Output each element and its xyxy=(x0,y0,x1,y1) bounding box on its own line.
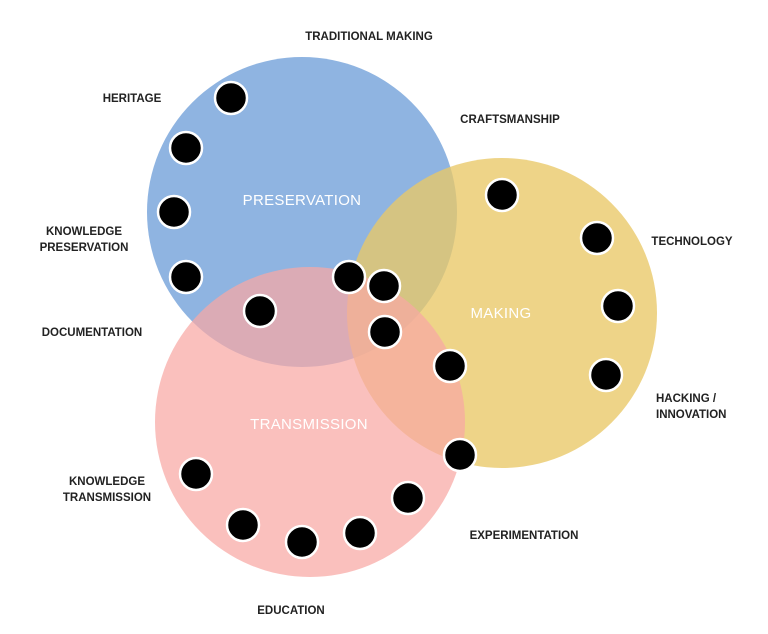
label-traditional-making: TRADITIONAL MAKING xyxy=(305,31,433,43)
dot-heritage xyxy=(213,80,249,116)
label-hacking-innovation-line1: HACKING / xyxy=(656,393,717,405)
dot-education-3 xyxy=(342,515,378,551)
dot-documentation xyxy=(242,293,278,329)
label-education: EDUCATION xyxy=(257,605,325,617)
label-knowledge-transmission-line1: KNOWLEDGE xyxy=(69,476,145,488)
label-technology: TECHNOLOGY xyxy=(651,236,732,248)
dot-education-4 xyxy=(390,480,426,516)
circle-label-preservation: PRESERVATION xyxy=(243,192,362,209)
dot-center-2 xyxy=(366,268,402,304)
dot-center-3 xyxy=(367,314,403,350)
dot-center-1 xyxy=(331,259,367,295)
label-experimentation: EXPERIMENTATION xyxy=(470,530,579,542)
dot-knowledge-preservation xyxy=(156,194,192,230)
dot-technology xyxy=(579,220,615,256)
dot-education-1 xyxy=(225,507,261,543)
dot-knowledge-transmission xyxy=(178,456,214,492)
dot-education-2 xyxy=(284,524,320,560)
dot-heritage-2 xyxy=(168,130,204,166)
circle-label-making: MAKING xyxy=(471,305,532,322)
dot-hacking-innovation xyxy=(588,357,624,393)
dot-craftsmanship xyxy=(484,177,520,213)
label-knowledge-preservation-line1: KNOWLEDGE xyxy=(46,226,122,238)
dot-experimentation xyxy=(442,437,478,473)
label-hacking-innovation-line2: INNOVATION xyxy=(656,409,727,421)
label-knowledge-preservation-line2: PRESERVATION xyxy=(40,242,129,254)
dot-technology-2 xyxy=(600,288,636,324)
circle-label-transmission: TRANSMISSION xyxy=(250,416,368,433)
label-documentation: DOCUMENTATION xyxy=(42,327,143,339)
dot-making-transmission xyxy=(432,348,468,384)
label-heritage: HERITAGE xyxy=(103,93,162,105)
dot-knowledge-preservation-2 xyxy=(168,259,204,295)
label-craftsmanship: CRAFTSMANSHIP xyxy=(460,114,560,126)
label-knowledge-transmission-line2: TRANSMISSION xyxy=(63,492,151,504)
